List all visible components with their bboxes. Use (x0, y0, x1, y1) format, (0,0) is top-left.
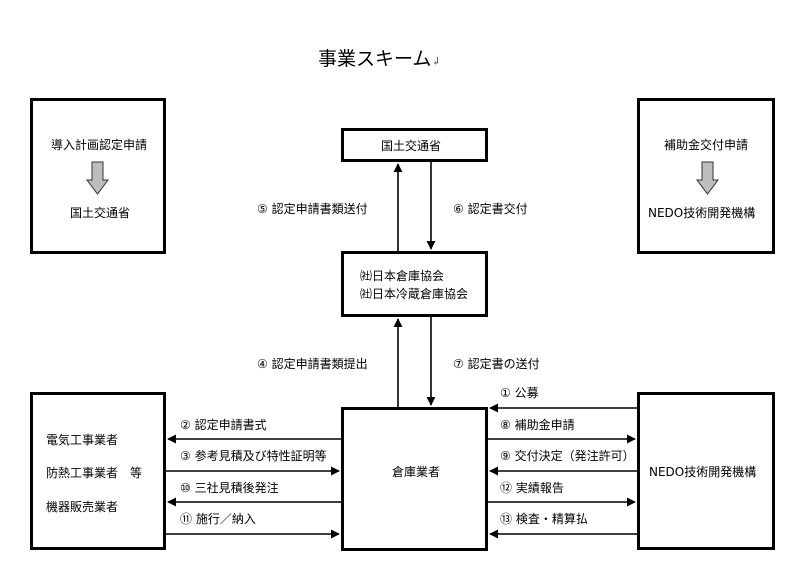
flow-label-f7: ⑦ 認定書の送付 (453, 357, 540, 371)
warehouse-box: 倉庫業者 (341, 407, 488, 551)
flow-label-f11: ⑪ 施行／納入 (180, 512, 256, 526)
association-box-line2: ㈳日本冷蔵倉庫協会 (360, 287, 469, 301)
flow-label-f12: ⑫ 実績報告 (500, 481, 564, 495)
flow-label-f6: ⑥ 認定書交付 (453, 202, 528, 216)
nedo-box-label: NEDO技術開発機構 (649, 465, 757, 479)
right-top-box-line1: 補助金交付申請 (664, 138, 749, 152)
flow-label-f2: ② 認定申請書式 (180, 418, 267, 432)
flow-label-f8: ⑧ 補助金申請 (500, 418, 575, 432)
return-mark-icon: ↲ (431, 55, 441, 68)
flow-label-f9: ⑨ 交付決定（発注許可） (500, 449, 635, 463)
left-top-box-line1: 導入計画認定申請 (51, 138, 148, 152)
flow-label-f10: ⑩ 三社見積後発注 (180, 481, 279, 495)
left-top-box-line2: 国土交通省 (70, 206, 131, 220)
down-arrow-left-icon (86, 161, 109, 195)
down-arrow-right-icon (696, 161, 719, 195)
flow-label-f3: ③ 参考見積及び特性証明等 (180, 449, 327, 463)
warehouse-box-label: 倉庫業者 (392, 465, 441, 479)
nedo-box: NEDO技術開発機構 (637, 392, 775, 550)
flow-label-f1: ① 公募 (500, 386, 539, 400)
right-top-box-line2: NEDO技術開発機構 (648, 206, 756, 220)
ministry-box-label: 国土交通省 (381, 139, 442, 153)
contractors-box-line3: 機器販売業者 (46, 500, 119, 514)
flow-label-f5: ⑤ 認定申請書類送付 (257, 202, 368, 216)
association-box: ㈳日本倉庫協会 ㈳日本冷蔵倉庫協会 (341, 251, 488, 317)
flow-label-f4: ④ 認定申請書類提出 (257, 357, 368, 371)
contractors-box-line2: 防熱工事業者 等 (46, 466, 143, 480)
page-title: 事業スキーム↲ (318, 44, 441, 71)
contractors-box: 電気工事業者 防熱工事業者 等 機器販売業者 (30, 392, 166, 550)
flow-label-f13: ⑬ 検査・精算払 (500, 512, 588, 526)
contractors-box-line1: 電気工事業者 (46, 433, 119, 447)
ministry-box: 国土交通省 (341, 128, 488, 162)
association-box-line1: ㈳日本倉庫協会 (360, 269, 445, 283)
title-text: 事業スキーム (318, 48, 432, 70)
